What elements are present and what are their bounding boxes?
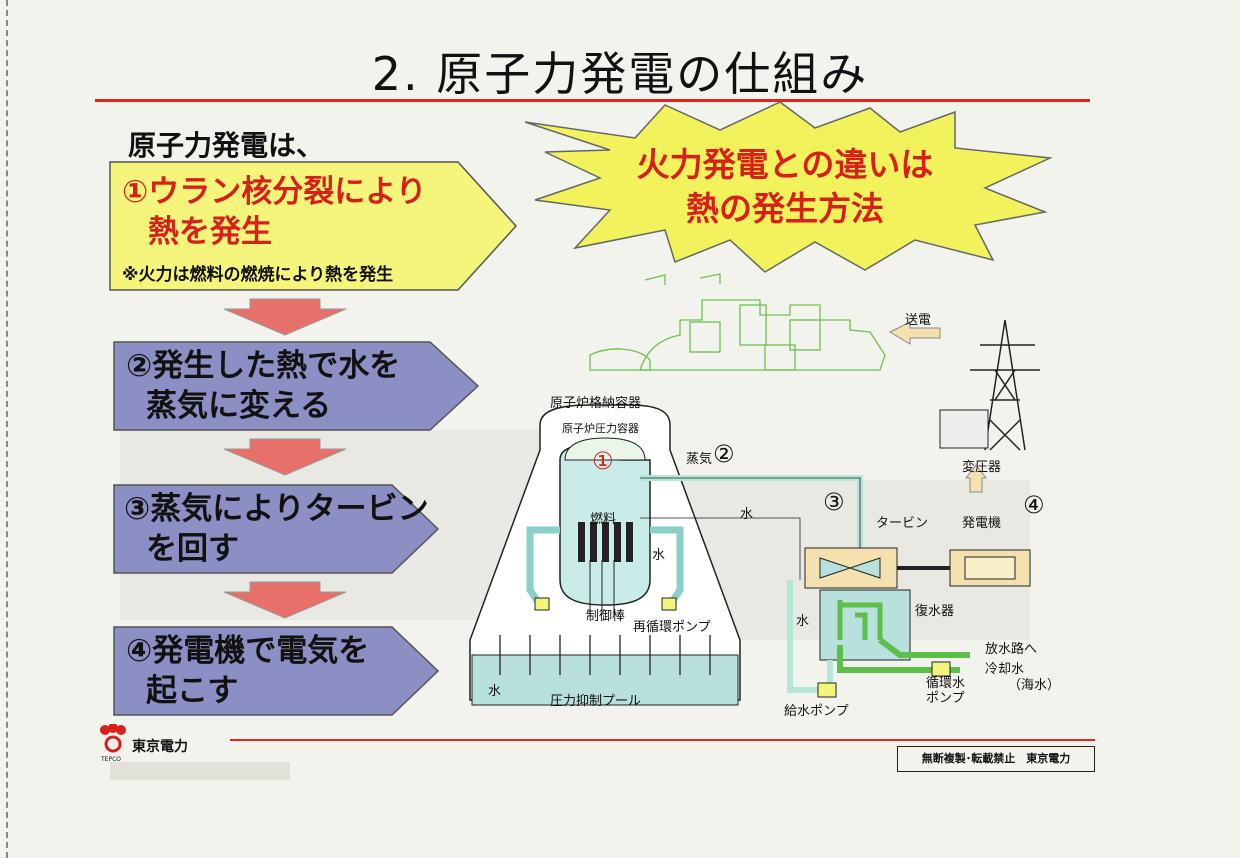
label-cooling-water: 冷却水 [985, 662, 1025, 677]
step-2-line1: ②発生した熱で水を [126, 348, 401, 384]
step-1-line2: 熱を発生 [148, 214, 272, 250]
down-arrow-2 [223, 438, 347, 476]
marker-4: ④ [1023, 491, 1045, 519]
down-arrow-3 [223, 581, 347, 619]
label-water-core: 水 [652, 548, 666, 563]
faded-stamp [110, 762, 290, 780]
marker-2: ② [713, 440, 735, 468]
label-containment-vessel: 原子炉格納容器 [550, 396, 642, 411]
label-control-rods: 制御棒 [586, 609, 626, 624]
page-title: 2. 原子力発電の仕組み [371, 47, 869, 101]
down-arrow-1 [223, 298, 347, 336]
label-pressure-vessel: 原子炉圧力容器 [562, 422, 639, 435]
step-1-line1: ①ウラン核分裂により [122, 174, 427, 210]
label-water-return: 水 [740, 507, 754, 522]
label-discharge: 放水路へ [985, 642, 1038, 657]
label-transmission: 送電 [905, 313, 932, 328]
step-3: ③蒸気によりタービン を回す [112, 483, 442, 575]
label-feed-pump: 給水ポンプ [784, 704, 849, 719]
label-generator: 発電機 [962, 516, 1002, 531]
step-3-line1: ③蒸気によりタービン [124, 491, 429, 527]
step-4: ④発電機で電気を 起こす [112, 625, 442, 717]
step-1-shape [109, 161, 518, 291]
callout-line2: 熱の発生方法 [686, 189, 884, 228]
label-suppression-pool: 圧力抑制プール [550, 694, 642, 709]
step-3-line2: を回す [146, 531, 239, 567]
copyright-box: 無断複製･転載禁止 東京電力 [897, 746, 1095, 772]
label-circ-pump-2: ポンプ [926, 691, 965, 706]
title-underline [95, 99, 1090, 102]
label-turbine: タービン [876, 516, 929, 531]
callout-starburst: 火力発電との違いは 熱の発生方法 [515, 100, 1055, 275]
label-fuel: 燃料 [590, 512, 617, 527]
step-1: ①ウラン核分裂により 熱を発生 ※火力は燃料の燃焼により熱を発生 [108, 160, 520, 292]
pylon-illustration [970, 319, 1040, 451]
reactor-vessel [559, 437, 651, 615]
label-pool-water: 水 [488, 684, 502, 699]
label-condenser: 復水器 [915, 604, 955, 619]
tepco-logo-mark [100, 723, 126, 753]
step-2-shape [113, 341, 480, 431]
label-steam: 蒸気 [686, 452, 713, 467]
label-recirc-pump: 再循環ポンプ [633, 620, 711, 635]
callout-line1: 火力発電との違いは [636, 145, 934, 184]
binding-edge [6, 0, 8, 858]
logo-name: 東京電力 [132, 739, 188, 755]
step-2-line2: 蒸気に変える [146, 388, 332, 424]
step-1-note: ※火力は燃料の燃焼により熱を発生 [122, 265, 394, 285]
marker-1: ① [592, 447, 614, 475]
footer-rule [230, 739, 1095, 741]
step-4-line2: 起こす [146, 673, 239, 709]
plant-diagram-graphic [469, 273, 1040, 706]
plant-diagram: 送電 原子炉格納容器 原子炉圧力容器 ① 蒸気 ② 水 ③ タービン 発電機 ④… [440, 260, 1080, 730]
step-2: ②発生した熱で水を 蒸気に変える [112, 340, 482, 432]
label-transformer: 変圧器 [962, 460, 1002, 475]
starburst-shape [524, 101, 1053, 273]
intro-text: 原子力発電は、 [128, 129, 325, 162]
label-circ-pump-1: 循環水 [926, 676, 966, 691]
step-4-line1: ④発電機で電気を [126, 633, 370, 669]
step-3-shape [113, 484, 440, 574]
step-4-shape [113, 626, 440, 716]
pool-vents [499, 635, 711, 675]
label-seawater: （海水） [1008, 678, 1061, 693]
logo-sub: TEPCO [101, 756, 121, 763]
marker-3: ③ [823, 488, 845, 516]
tepco-logo: 東京電力 TEPCO [98, 723, 218, 764]
label-water-feed: 水 [796, 614, 810, 629]
city-illustration [589, 273, 886, 371]
